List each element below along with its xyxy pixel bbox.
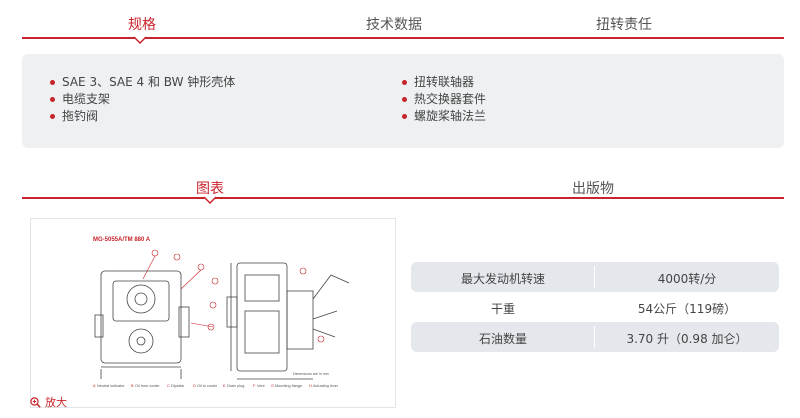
svg-text:E: E <box>223 384 226 388</box>
svg-text:Vent: Vent <box>257 384 266 388</box>
active-tab-caret-icon <box>134 36 146 44</box>
tab-specifications[interactable]: 规格 <box>128 17 156 33</box>
svg-text:Oil to cooler: Oil to cooler <box>197 384 218 388</box>
column-divider <box>594 326 595 348</box>
column-divider <box>594 266 595 288</box>
svg-text:Dipstick: Dipstick <box>171 384 184 388</box>
table-key: 石油数量 <box>478 332 527 346</box>
gearbox-drawing-image: MG-5055A/TM 880 A <box>93 237 350 388</box>
specifications-panel: SAE 3、SAE 4 和 BW 钟形壳体 电缆支架 拖钓阀 扭转联轴器 热交换… <box>22 54 784 148</box>
tab-underline <box>22 197 784 199</box>
tab-drawings[interactable]: 图表 <box>196 181 224 197</box>
svg-text:A: A <box>93 384 96 388</box>
svg-text:H: H <box>309 384 312 388</box>
zoom-in-icon <box>30 396 41 408</box>
svg-text:Drain plug: Drain plug <box>227 384 244 388</box>
active-tab-caret-icon <box>204 196 216 204</box>
zoom-button[interactable]: 放大 <box>30 394 67 410</box>
svg-text:C: C <box>167 384 170 388</box>
tab-publications[interactable]: 出版物 <box>572 181 614 197</box>
technical-drawing[interactable]: MG-5055A/TM 880 A <box>30 218 396 408</box>
spec-item: SAE 3、SAE 4 和 BW 钟形壳体 <box>50 74 235 91</box>
svg-text:Mounting flange: Mounting flange <box>275 384 302 388</box>
spec-item: 热交换器套件 <box>402 91 486 108</box>
table-value: 4000转/分 <box>657 272 717 286</box>
table-value: 3.70 升（0.98 加仑） <box>626 332 748 346</box>
table-value: 54公斤（119磅） <box>637 302 737 316</box>
svg-text:Oil from cooler: Oil from cooler <box>135 384 160 388</box>
svg-text:B: B <box>131 384 134 388</box>
tab-underline <box>22 37 784 39</box>
specs-table: 最大发动机转速 4000转/分 干重 54公斤（119磅） 石油数量 3.70 … <box>411 262 779 352</box>
table-key: 干重 <box>490 302 515 316</box>
svg-text:F: F <box>253 384 256 388</box>
drawing-title: MG-5055A/TM 880 A <box>93 237 151 243</box>
table-key: 最大发动机转速 <box>460 272 545 286</box>
spec-item: 拖钓阀 <box>50 108 235 125</box>
svg-text:Neutral indicator: Neutral indicator <box>97 384 125 388</box>
table-row: 最大发动机转速 4000转/分 <box>411 262 779 292</box>
spec-item: 电缆支架 <box>50 91 235 108</box>
drawing-legend: A Neutral indicator B Oil from cooler C … <box>93 384 339 388</box>
media-tab-bar: 图表 出版物 <box>22 172 784 208</box>
spec-list-right: 扭转联轴器 热交换器套件 螺旋桨轴法兰 <box>402 74 486 125</box>
table-row: 干重 54公斤（119磅） <box>411 292 779 322</box>
spec-item: 扭转联轴器 <box>402 74 486 91</box>
svg-text:D: D <box>193 384 196 388</box>
table-row: 石油数量 3.70 升（0.98 加仑） <box>411 322 779 352</box>
top-tab-bar: 规格 技术数据 扭转责任 <box>22 0 784 44</box>
zoom-label: 放大 <box>45 396 67 409</box>
tab-technical-data[interactable]: 技术数据 <box>366 17 422 33</box>
spec-item: 螺旋桨轴法兰 <box>402 108 486 125</box>
tab-torsional-responsibility[interactable]: 扭转责任 <box>596 17 652 33</box>
svg-text:Actuating lever: Actuating lever <box>313 384 339 388</box>
dimensions-note: Dimensions are in mm <box>293 372 329 376</box>
svg-text:G: G <box>271 384 274 388</box>
spec-list-left: SAE 3、SAE 4 和 BW 钟形壳体 电缆支架 拖钓阀 <box>50 74 235 125</box>
